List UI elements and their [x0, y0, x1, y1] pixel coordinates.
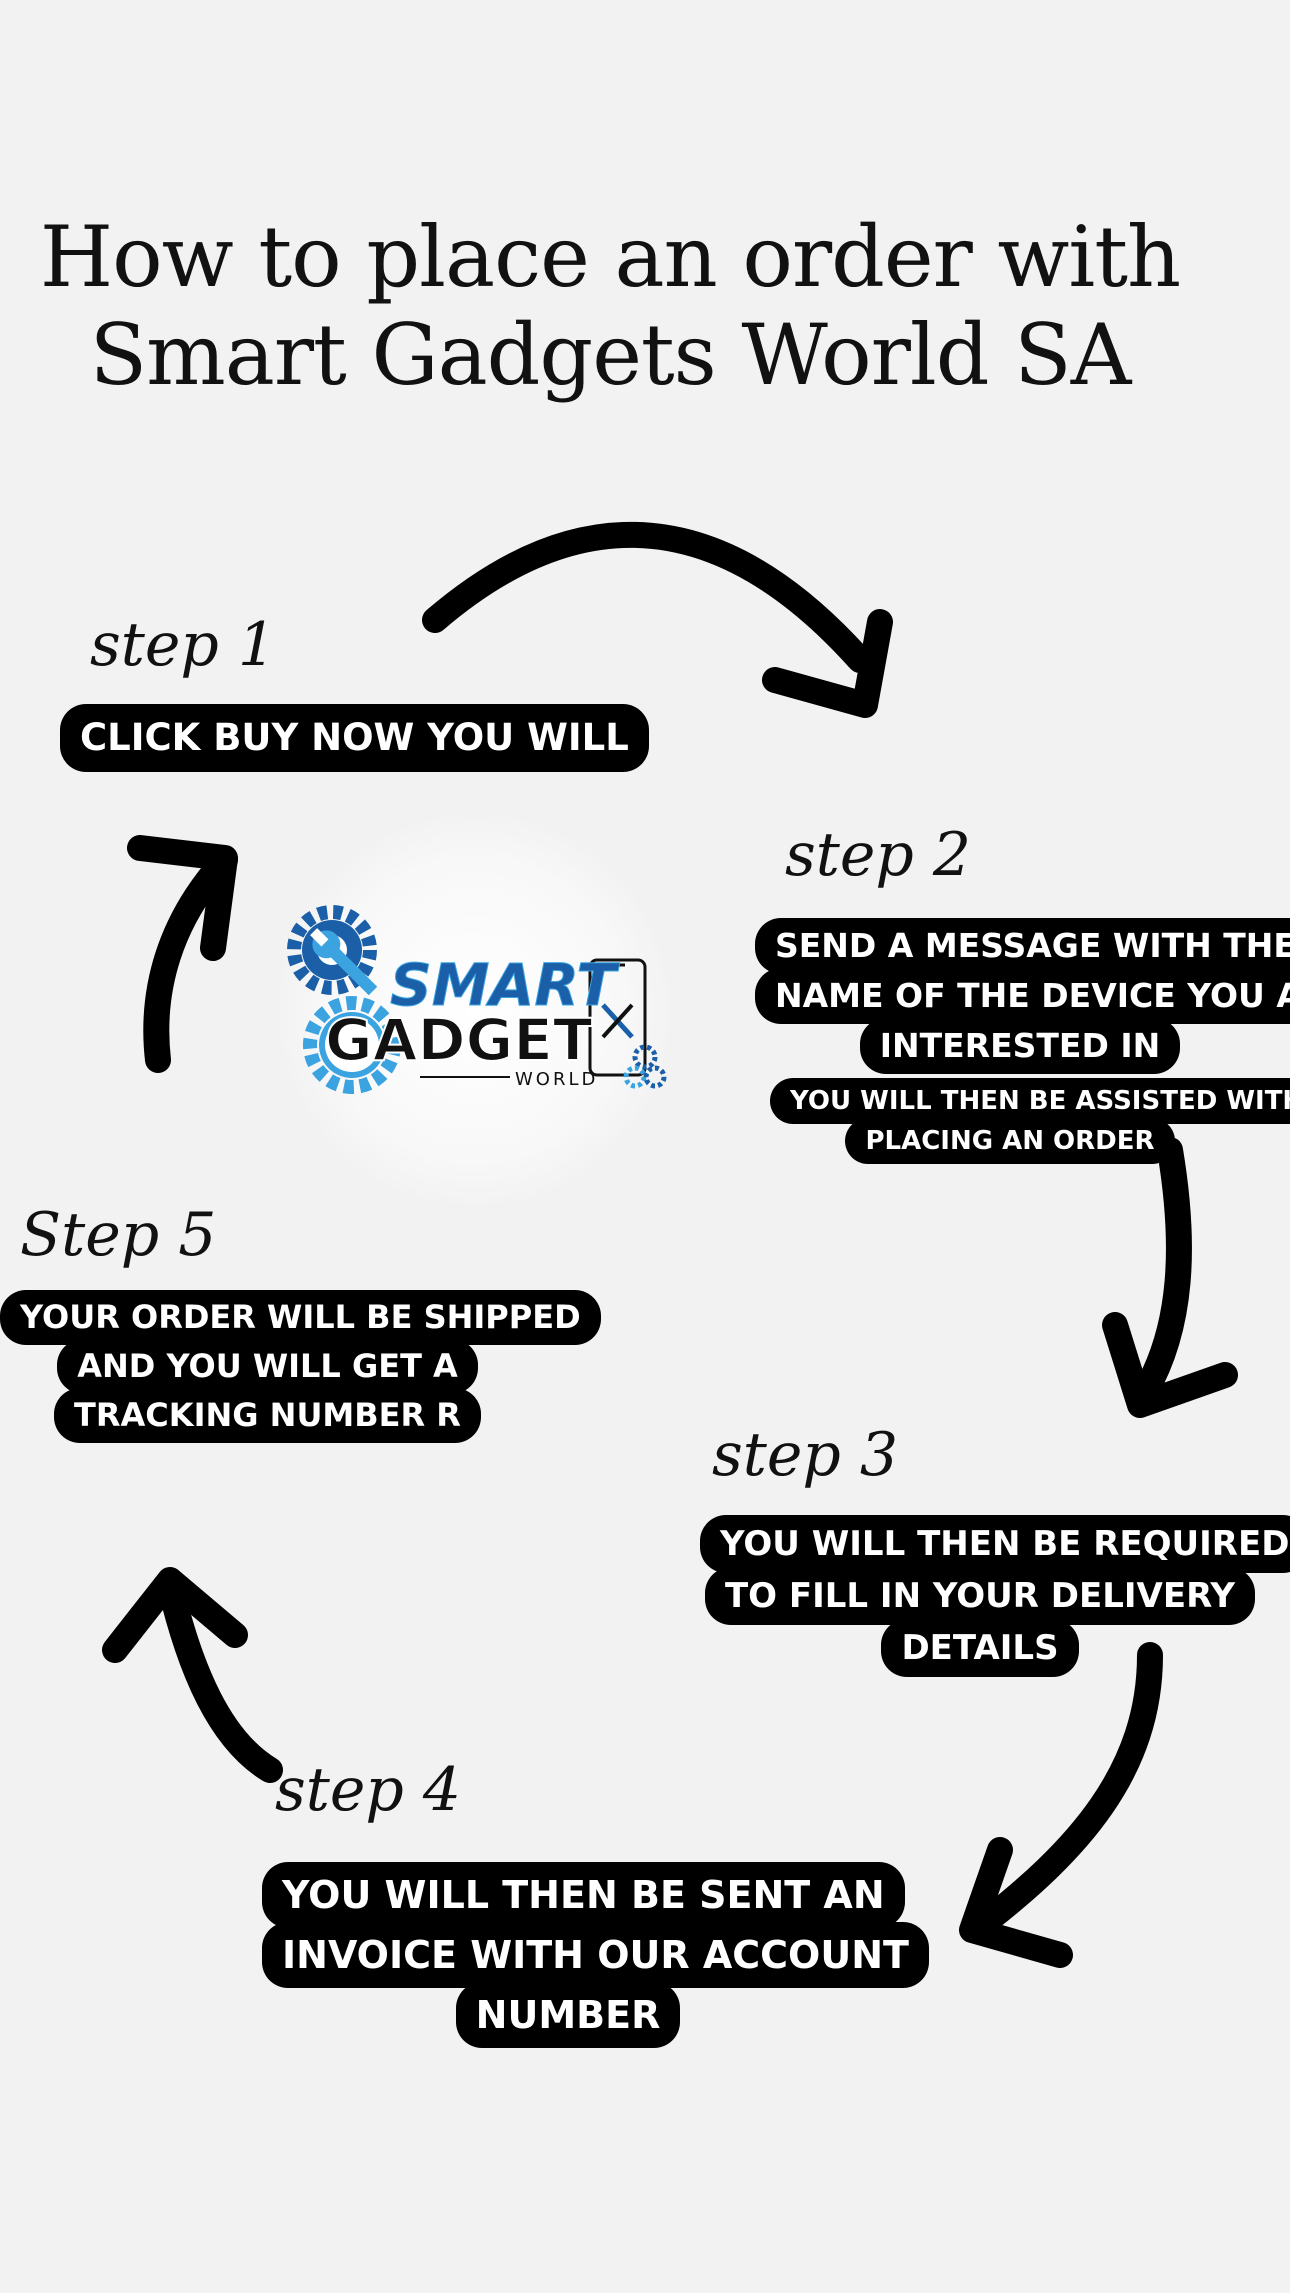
logo-smart-text: SMART	[390, 951, 620, 1019]
step-2-sub-line-1: YOU WILL THEN BE ASSISTED WITH	[770, 1078, 1290, 1124]
title-line-2: Smart Gadgets World SA	[89, 306, 1132, 404]
step-1-text: CLICK BUY NOW YOU WILL	[60, 704, 649, 772]
logo-glow-circle	[275, 810, 675, 1210]
arrow-step5-to-step1-icon	[127, 835, 238, 1073]
step-2-subtext: YOU WILL THEN BE ASSISTED WITH PLACING A…	[770, 1078, 1290, 1164]
phone-icon	[588, 958, 647, 1077]
wrench-icon	[310, 928, 378, 996]
step-2-line-2: NAME OF THE DEVICE YOU ARE	[755, 968, 1290, 1024]
smart-gadget-world-logo: SMART GADGET WORLD	[270, 810, 675, 1215]
step-4-line-3: NUMBER	[455, 1982, 681, 2048]
logo-world-text: WORLD	[515, 1069, 598, 1090]
step-2-sub-line-2: PLACING AN ORDER	[845, 1118, 1175, 1164]
step-4-text: YOU WILL THEN BE SENT AN INVOICE WITH OU…	[262, 1862, 929, 2048]
logo-gadget-text: GADGET	[325, 1006, 593, 1074]
step-4-label: step 4	[275, 1755, 462, 1825]
light-blue-gear-icon	[303, 996, 401, 1094]
arrow-step1-to-step2-icon	[422, 522, 893, 718]
step-2-line-3: INTERESTED IN	[859, 1018, 1181, 1074]
step-3-line-3: DETAILS	[881, 1619, 1079, 1677]
step-5-line-3: TRACKING NUMBER R	[54, 1388, 481, 1443]
step-3-text: YOU WILL THEN BE REQUIRED TO FILL IN YOU…	[700, 1515, 1290, 1677]
step-4-line-2: INVOICE WITH OUR ACCOUNT	[262, 1922, 929, 1988]
step-3-line-1: YOU WILL THEN BE REQUIRED	[700, 1515, 1290, 1573]
step-2-line-1: SEND A MESSAGE WITH THE	[755, 918, 1290, 974]
title-line-1: How to place an order with	[39, 208, 1181, 306]
step-3-line-2: TO FILL IN YOUR DELIVERY	[704, 1567, 1256, 1625]
step-4-line-1: YOU WILL THEN BE SENT AN	[262, 1862, 905, 1928]
arrow-step4-to-step5-icon	[102, 1567, 283, 1783]
arrow-step3-to-step4-icon	[959, 1642, 1163, 1968]
step-3-label: step 3	[712, 1420, 899, 1490]
step-2-text: SEND A MESSAGE WITH THE NAME OF THE DEVI…	[755, 918, 1290, 1074]
step-1-line-1: CLICK BUY NOW YOU WILL	[60, 704, 649, 772]
step-5-text: YOUR ORDER WILL BE SHIPPED AND YOU WILL …	[0, 1290, 601, 1443]
step-5-line-1: YOUR ORDER WILL BE SHIPPED	[0, 1290, 601, 1345]
logo-graphic: SMART GADGET WORLD	[275, 810, 675, 1210]
page-title: How to place an order with Smart Gadgets…	[0, 208, 1220, 404]
step-5-line-2: AND YOU WILL GET A	[57, 1339, 478, 1394]
step-1-label: step 1	[90, 610, 277, 680]
step-2-label: step 2	[785, 820, 972, 890]
arrow-step2-to-step3-icon	[1102, 1137, 1238, 1418]
step-5-label: Step 5	[20, 1200, 217, 1270]
small-gears-icon	[623, 1044, 667, 1089]
